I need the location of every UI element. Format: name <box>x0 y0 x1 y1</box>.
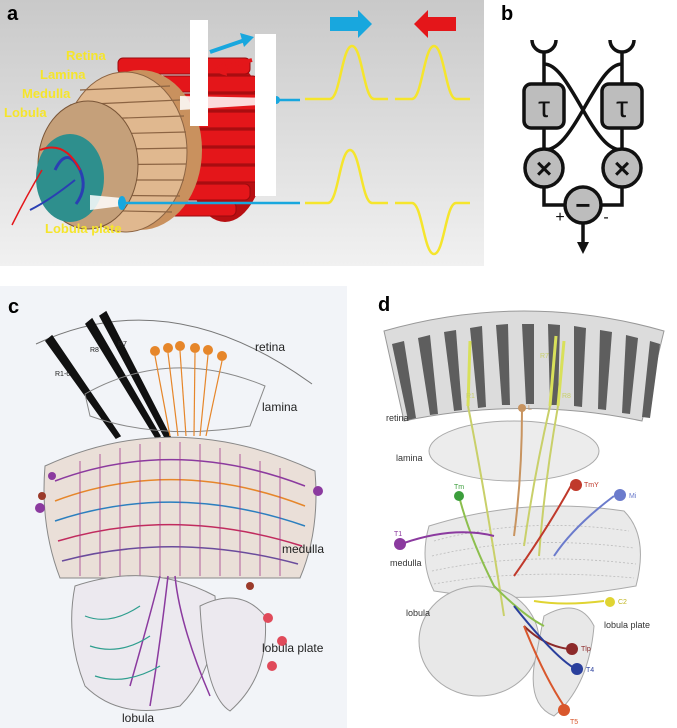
tau-right-symbol: τ <box>616 91 628 124</box>
minus-sign: - <box>603 209 608 226</box>
delay-filter-left: τ <box>522 82 566 130</box>
label-r7: R7 <box>540 353 549 360</box>
panel-a-illustration: Retina Lamina Medulla Lobula Lobula plat… <box>0 0 484 266</box>
label-lobula: lobula <box>406 608 430 618</box>
label-tmy: TmY <box>584 482 599 489</box>
delay-filter-right: τ <box>600 82 644 130</box>
label-r1: R1 <box>466 393 475 400</box>
label-r8: R8 <box>562 393 571 400</box>
label-lobula-plate: lobula plate <box>262 641 324 655</box>
label-t1: T1 <box>394 531 402 538</box>
multiplier-right: × <box>601 147 643 189</box>
tau-left-symbol: τ <box>538 91 550 124</box>
label-lamina: lamina <box>262 400 298 414</box>
label-retina: retina <box>255 340 285 354</box>
label-lamina: Lamina <box>40 67 86 82</box>
label-medulla: medulla <box>282 542 324 556</box>
panel-a: Retina Lamina Medulla Lobula Lobula plat… <box>0 0 484 266</box>
label-r8: R8 <box>90 347 99 354</box>
label-c2: C2 <box>618 599 627 606</box>
panel-label-d: d <box>378 294 391 316</box>
null-direction-arrow <box>414 10 456 38</box>
label-tlp: Tlp <box>581 646 591 653</box>
label-medulla: Medulla <box>22 86 71 101</box>
label-r7: R7 <box>118 341 127 348</box>
panel-d: retina lamina medulla lobula lobula plat… <box>374 286 677 728</box>
label-lobula-plate: lobula plate <box>604 620 650 630</box>
panel-b: τ τ × × − + - b <box>496 0 677 266</box>
label-lobula: Lobula <box>4 105 47 120</box>
response-trace-top-preferred <box>305 44 388 101</box>
response-trace-bottom-null <box>395 201 470 256</box>
label-retina: Retina <box>66 48 107 63</box>
lamina-medulla-disks <box>11 70 202 233</box>
label-t4: T4 <box>586 667 594 674</box>
panel-d-illustration: retina lamina medulla lobula lobula plat… <box>374 286 677 728</box>
multiply-left-symbol: × <box>536 153 552 184</box>
label-mi: Mi <box>629 493 637 500</box>
label-retina: retina <box>386 413 409 423</box>
response-trace-bottom-preferred <box>305 148 388 205</box>
response-trace-top-null <box>395 44 470 101</box>
minus-symbol: − <box>575 190 590 220</box>
multiply-right-symbol: × <box>614 153 630 184</box>
label-tm: Tm <box>454 484 464 491</box>
label-lamina: lamina <box>396 453 423 463</box>
label-L: L <box>528 405 532 412</box>
label-t5: T5 <box>570 719 578 726</box>
hassenstein-reichardt-circuit: τ τ × × − + - <box>522 39 644 254</box>
stimulus-screens <box>190 20 276 196</box>
panel-c-illustration: retina lamina medulla lobula plate lobul… <box>0 286 347 728</box>
preferred-direction-arrow <box>330 10 372 38</box>
subtractor: − <box>563 185 603 225</box>
plus-sign: + <box>555 209 564 226</box>
multiplier-left: × <box>523 147 565 189</box>
label-medulla: medulla <box>390 558 422 568</box>
label-lobula: lobula <box>122 711 154 725</box>
label-lobula-plate: Lobula plate <box>45 221 122 236</box>
panel-label-b: b <box>501 3 514 25</box>
panel-label-a: a <box>7 3 19 25</box>
label-r1-6: R1-6 <box>55 371 70 378</box>
panel-label-c: c <box>8 296 20 318</box>
panel-c: retina lamina medulla lobula plate lobul… <box>0 286 347 728</box>
